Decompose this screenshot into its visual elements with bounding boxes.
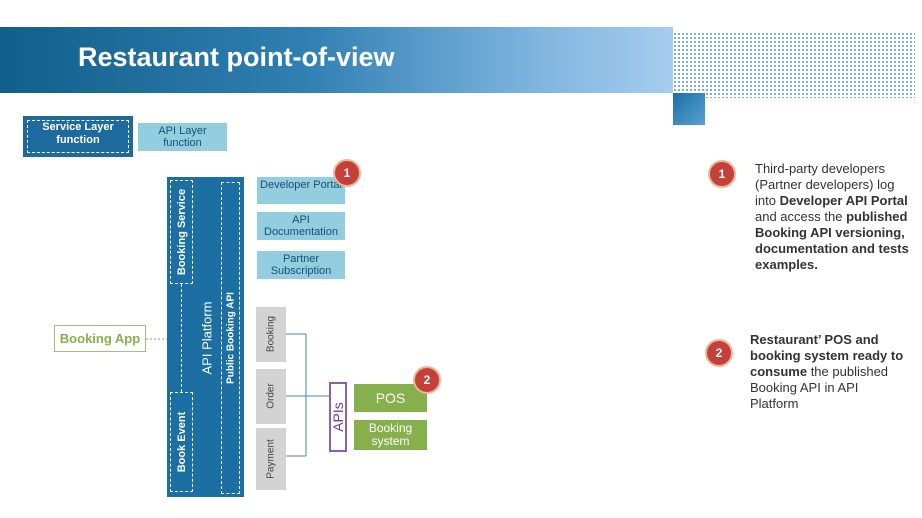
service-divider (181, 284, 182, 392)
api-platform-block (167, 177, 244, 497)
payment-api-label: Payment (265, 439, 277, 479)
page-title: Restaurant point-of-view (78, 42, 395, 72)
order-api-box (256, 369, 286, 424)
corner-square-decoration (673, 93, 705, 125)
order-api-label: Order (265, 383, 277, 409)
booking-service-label: Booking Service (176, 188, 188, 276)
note-2-part-b: the published Booking API in API Platfor… (750, 364, 889, 411)
api-documentation-box: API Documentation (257, 212, 345, 240)
badge-1: 1 (333, 159, 361, 187)
book-event-box (170, 392, 193, 492)
note-1-part-d: published Booking API versioning, docume… (755, 209, 909, 272)
booking-system-box: Booking system (354, 420, 427, 450)
title-banner (0, 27, 673, 93)
pos-box: POS (354, 384, 427, 412)
note-2-text: Restaurant’ POS and booking system ready… (750, 332, 910, 412)
book-event-label: Book Event (176, 411, 188, 473)
developer-portal-box: Developer Portal (257, 177, 345, 204)
apis-label: APIs (330, 402, 346, 432)
booking-api-label: Booking (265, 315, 277, 353)
payment-api-box (256, 428, 286, 490)
apis-box (329, 382, 347, 452)
partner-subscription-box: Partner Subscription (257, 251, 345, 279)
note-1-text: Third-party developers (Partner develope… (755, 161, 915, 273)
booking-app-box: Booking App (54, 325, 146, 352)
booking-api-box (256, 307, 286, 362)
legend-service-layer-dashed-border (27, 120, 129, 153)
badge-2: 2 (413, 366, 441, 394)
legend-service-layer: Service Layer function (23, 116, 133, 157)
note-1-part-c: and access the (755, 209, 847, 224)
public-booking-api-box (221, 182, 240, 494)
public-booking-api-label: Public Booking API (225, 292, 237, 384)
note-1-part-a: Third-party developers (Partner develope… (755, 161, 895, 208)
note-1-part-b: Developer API Portal (779, 193, 908, 208)
note-2-badge: 2 (705, 339, 733, 367)
booking-service-box (170, 180, 193, 284)
note-2-part-a: Restaurant’ POS and booking system ready… (750, 332, 904, 379)
api-platform-label: API Platform (199, 301, 215, 375)
dot-pattern-decoration (673, 32, 915, 98)
legend-api-layer: API Layer function (138, 123, 227, 151)
note-1-badge: 1 (708, 160, 736, 188)
